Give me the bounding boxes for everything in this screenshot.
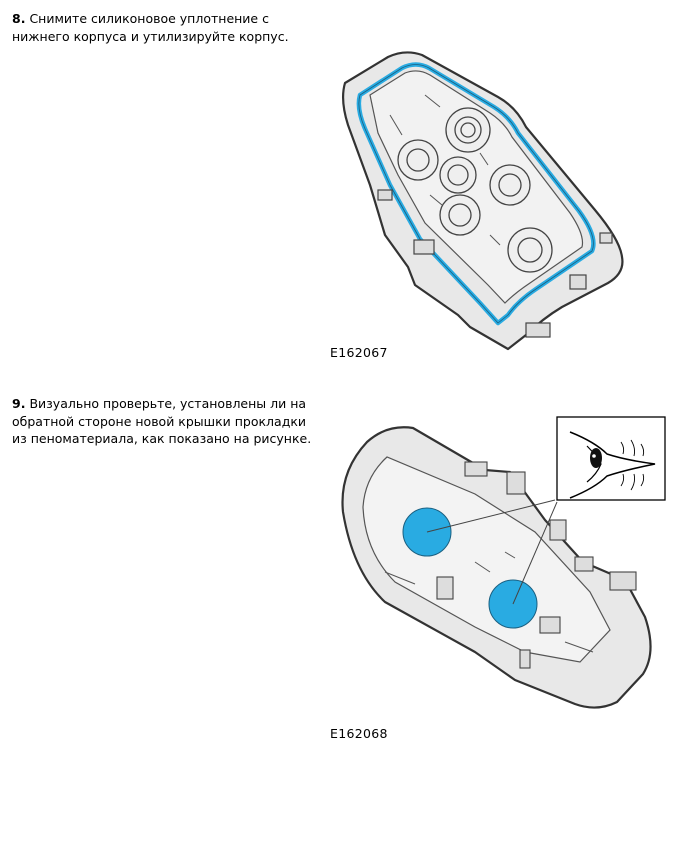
step-text: Визуально проверьте, установлены ли на о…: [12, 396, 312, 446]
lower-housing-illustration: [341, 51, 624, 351]
step-number: 8.: [12, 11, 26, 26]
eye-icon: [556, 416, 666, 501]
figure-lower-housing: [330, 35, 640, 355]
step-number: 9.: [12, 396, 26, 411]
step-8: 8.Снимите силиконовое уплотнение с нижне…: [12, 10, 312, 45]
step-text: Снимите силиконовое уплотнение с нижнего…: [12, 11, 289, 44]
figure-caption: E162068: [330, 726, 388, 741]
figure-caption: E162067: [330, 345, 388, 360]
figure-cover: [325, 412, 670, 717]
step-9: 9.Визуально проверьте, установлены ли на…: [12, 395, 312, 448]
cover-illustration: [341, 416, 666, 709]
